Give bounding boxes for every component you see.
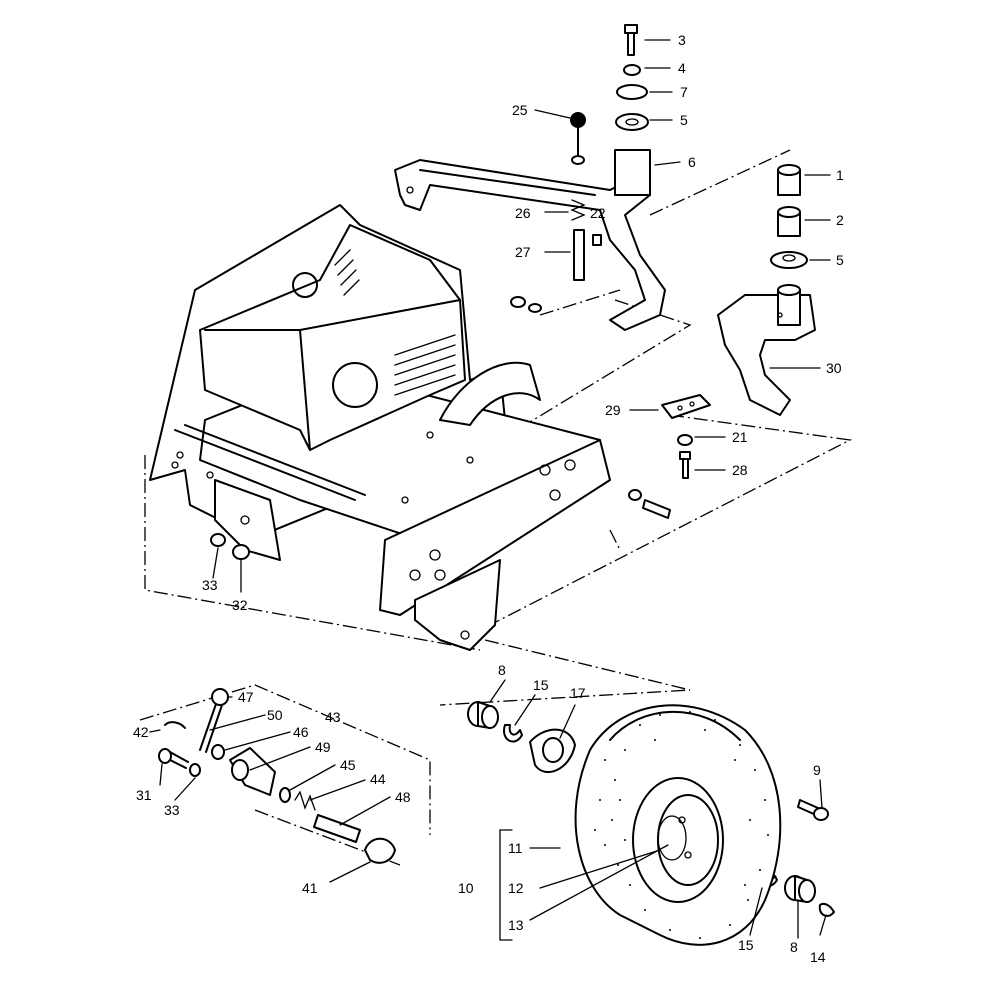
label-17: 17 [570, 685, 586, 701]
label-32: 32 [232, 597, 248, 613]
label-5-right: 5 [836, 252, 844, 268]
label-46: 46 [293, 724, 309, 740]
label-49: 49 [315, 739, 331, 755]
label-10: 10 [458, 880, 474, 896]
label-7: 7 [680, 84, 688, 100]
label-50: 50 [267, 707, 283, 723]
label-1: 1 [836, 167, 844, 183]
label-11: 11 [508, 840, 523, 856]
main-frame [149, 204, 611, 651]
label-14: 14 [810, 949, 826, 965]
label-9: 9 [813, 762, 821, 778]
label-28: 28 [732, 462, 748, 478]
leader-lines [149, 39, 831, 939]
label-44: 44 [370, 771, 386, 787]
label-15-right: 15 [738, 937, 754, 953]
label-41: 41 [302, 880, 318, 896]
part-labels: 3 4 7 5 25 6 1 2 5 26 22 27 30 29 21 28 … [133, 32, 844, 965]
label-12: 12 [508, 880, 524, 896]
label-2: 2 [836, 212, 844, 228]
label-43: 43 [325, 709, 341, 725]
label-45: 45 [340, 757, 356, 773]
label-42: 42 [133, 724, 149, 740]
label-30: 30 [826, 360, 842, 376]
label-33-top: 33 [202, 577, 218, 593]
label-27: 27 [515, 244, 531, 260]
handle-bracket [394, 149, 666, 331]
label-8-right: 8 [790, 939, 798, 955]
label-5-top: 5 [680, 112, 688, 128]
caster-lock-assembly [158, 688, 396, 864]
label-8-left: 8 [498, 662, 506, 678]
label-4: 4 [678, 60, 686, 76]
wheel [574, 704, 782, 946]
label-22: 22 [590, 205, 606, 221]
label-48: 48 [395, 789, 411, 805]
caster-fork [628, 284, 816, 519]
label-26: 26 [515, 205, 531, 221]
label-15-left: 15 [533, 677, 549, 693]
label-31: 31 [136, 787, 152, 803]
label-33-bottom: 33 [164, 802, 180, 818]
label-21: 21 [732, 429, 748, 445]
label-6: 6 [688, 154, 696, 170]
label-13: 13 [508, 917, 524, 933]
label-3: 3 [678, 32, 686, 48]
label-25: 25 [512, 102, 528, 118]
frame-nuts [210, 533, 250, 560]
top-hardware [510, 24, 808, 313]
group-bracket-10 [499, 829, 513, 941]
label-47: 47 [238, 689, 254, 705]
label-29: 29 [605, 402, 621, 418]
